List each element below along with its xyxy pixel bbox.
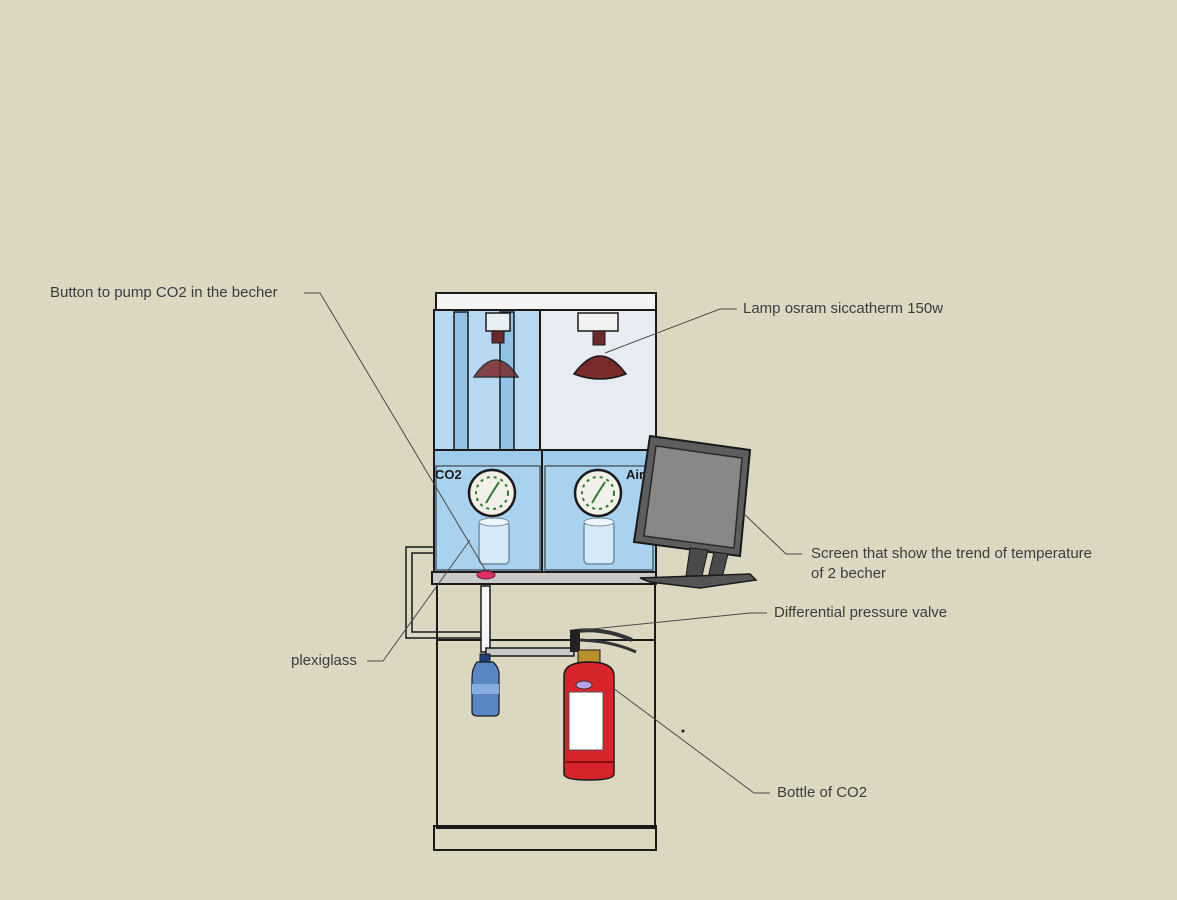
co2-bottle-icon [563,628,637,781]
button-label: Button to pump CO2 in the becher [50,284,278,301]
beaker-left-icon [478,517,510,565]
stray-dot [681,729,685,733]
valve-label: Differential pressure valve [774,604,948,621]
air-box-label: Air [626,467,644,482]
leader-lines [304,292,802,794]
water-bottle-icon [471,653,500,717]
screen-label-line1: Screen that show the trend of temperatur… [811,545,1092,562]
table-frame [433,582,657,851]
beaker-right-icon [583,517,615,565]
plexiglass-label: plexiglass [291,652,357,669]
lamp-left [472,312,520,378]
lamp-right [572,312,628,380]
pump-button-icon [476,570,496,580]
screen-label-line2: of 2 becher [811,565,887,582]
lamp-label: Lamp osram siccatherm 150w [743,300,944,317]
monitor-icon [632,434,758,589]
gauge-right-icon [573,468,623,518]
co2-box-label: CO2 [435,467,462,482]
bottle-label: Bottle of CO2 [777,784,868,801]
gauge-left-icon [467,468,517,518]
plexiglass-tank [431,292,657,585]
